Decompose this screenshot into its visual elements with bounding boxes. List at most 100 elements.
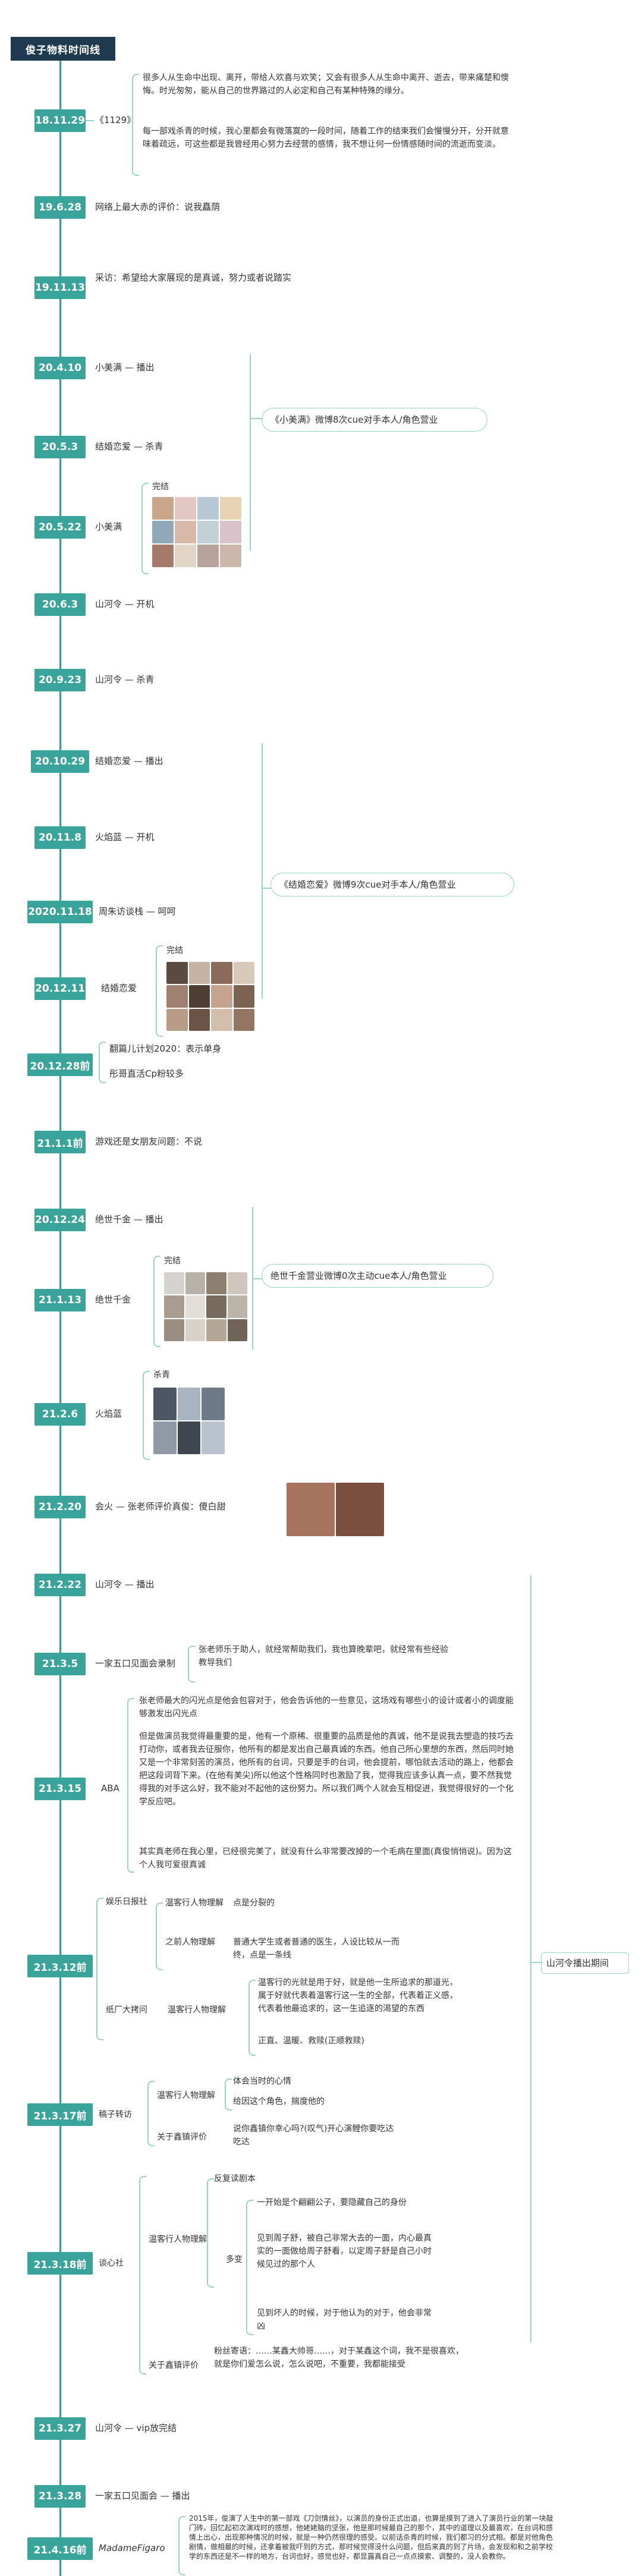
date-node: 21.1.1前: [34, 1131, 86, 1153]
r1d: 之前人物理解: [165, 1937, 215, 1947]
date-node: 20.4.10: [34, 357, 86, 379]
cue-bubble: 绝世千金营业微博0次主动cue本人/角色营业: [262, 1264, 493, 1288]
note-305: 张老师乐于助人，就经常帮助我们，我也算晚辈吧，就经常有些经验教导我们: [199, 1645, 448, 1668]
brace: [178, 2516, 185, 2575]
photo-collage: [153, 1388, 225, 1454]
r4e: 见到周子舒，被自己非常大去的一面，内心最真实的一面做给周子舒看，以定周子舒是自己…: [257, 2234, 432, 2269]
entry-text: 山河令 — 开机: [95, 599, 155, 609]
shaqing-label: 杀青: [153, 1370, 170, 1380]
r3e: 说你鑫镇你幸心吗?(叹气)开心演鲤你要吃达吃达: [233, 2124, 394, 2147]
entry-text: 结婚恋爱 — 播出: [95, 756, 163, 766]
date-node: 21.4.16前: [27, 2537, 93, 2560]
note-1129-b: 每一部戏杀青的时候，我心里都会有微落寞的一段时间，随着工作的结束我们会慢慢分开，…: [143, 127, 509, 149]
date-node: 21.2.22: [34, 1574, 86, 1596]
entry-text: 稿子转访: [99, 2110, 132, 2119]
photo-collage: [152, 497, 241, 567]
entry-text: 采访：希望给大家展现的是真诚，努力或者说踏实: [95, 272, 292, 283]
date-node: 21.3.12前: [27, 1955, 93, 1977]
timeline-axis: [59, 61, 61, 2576]
entry-text: 一家五口见面会录制: [95, 1658, 176, 1669]
date-node: 19.11.13: [34, 276, 86, 299]
entry-text: MadameFigaro: [99, 2543, 165, 2553]
date-node: 21.2.20: [34, 1496, 86, 1518]
date-node: 21.3.17前: [27, 2103, 93, 2126]
r4g: 关于鑫镇评价: [149, 2361, 199, 2370]
date-node: 20.12.28前: [27, 1053, 93, 1076]
r4f: 见到坏人的时候，对于他认为的对于，他会非常凶: [257, 2308, 432, 2331]
brace: [139, 2176, 146, 2374]
r4c: 多变: [226, 2255, 243, 2264]
photo-collage: [166, 962, 254, 1031]
entry-text: 小美满: [95, 521, 122, 532]
cue-bubble: 《结婚恋爱》微博9次cue对手本人/角色营业: [270, 873, 514, 897]
aba-note-b: 但是做演员我觉得最重要的是，他有一个原稀、很重要的品质是他的真诚，他不是说我去塑…: [139, 1732, 514, 1807]
group-bar: [262, 743, 263, 999]
connector: [250, 418, 268, 419]
date-node: 20.12.11: [34, 977, 86, 1000]
group-bar: [530, 1575, 531, 2342]
entry-text: 结婚恋爱: [101, 983, 137, 993]
wanjie-label: 完结: [164, 1256, 181, 1266]
date-node: 21.3.27: [34, 2417, 86, 2440]
photo-collage: [164, 1272, 247, 1341]
date-node: 21.3.28: [34, 2485, 86, 2508]
r3d: 关于鑫镇评价: [157, 2132, 207, 2142]
r4b: 温客行人物理解: [149, 2235, 207, 2244]
date-node: 20.9.23: [34, 669, 86, 691]
aba-note-a: 张老师最大的闪光点是他会包容对于，他会告诉他的一些意见，这场戏有哪些小的设计或者…: [139, 1696, 514, 1719]
entry-text: 火焰蓝 — 开机: [95, 832, 155, 842]
r4d: 一开始是个翩翩公子，要隐藏自己的身份: [257, 2198, 407, 2207]
brace: [143, 1371, 150, 1460]
entry-text: 一家五口见面会 — 播出: [95, 2490, 190, 2501]
date-node: 20.5.22: [34, 516, 86, 539]
entry-text: 山河令 — 杀青: [95, 674, 155, 685]
date-node: 20.12.24: [34, 1209, 86, 1231]
entry-text: 网络上最大赤的评价：说我矗荫: [95, 202, 221, 212]
date-node: 19.6.28: [34, 196, 86, 219]
entry-text: 结婚恋爱 — 杀青: [95, 441, 163, 452]
entry-text: 周朱访谈栈 — 呵呵: [99, 906, 176, 917]
entry-text: 游戏还是女朋友问题：不说: [95, 1136, 203, 1147]
figaro-note: 2015年，俊演了人生中的第一部戏《刀剑情丝》，以演员的身份正式出道，也算是摸到…: [189, 2514, 553, 2561]
r3b: 体会当时的心情: [233, 2077, 291, 2086]
r2c: 温客行的光就是用于好，就是他一生所追求的那道光，属于好就代表着温客行这一生的全部…: [258, 1978, 458, 2014]
r1a: 娱乐日报社: [106, 1897, 147, 1907]
entry-text: 绝世千金: [95, 1294, 131, 1305]
brace: [96, 1898, 103, 2040]
group-bar: [250, 354, 251, 551]
r4a: 反复读剧本: [214, 2174, 256, 2184]
connector: [86, 120, 94, 121]
date-node: 21.1.13: [34, 1289, 86, 1311]
date-node: 20.6.3: [34, 593, 86, 616]
entry-text: 小美满 — 播出: [95, 362, 155, 373]
brace: [99, 1042, 106, 1083]
r1e: 普通大学生或者普通的医生，人设比较从一而终，点是一条线: [233, 1937, 399, 1960]
r1b: 温客行人物理解: [165, 1898, 224, 1908]
entry-text: 谈心社: [99, 2259, 124, 2268]
photo: [287, 1483, 384, 1536]
date-node: 18.11.29: [34, 109, 86, 132]
date-node: 20.5.3: [34, 436, 86, 458]
entry-text: 绝世千金 — 播出: [95, 1214, 163, 1225]
wanjie-label: 完结: [166, 946, 183, 955]
date-node: 20.10.29: [31, 750, 89, 773]
brace: [156, 945, 163, 1037]
entry-text: 山河令 — vip放完结: [95, 2423, 177, 2433]
note-2020-plan: 翻篇儿计划2020：表示单身: [109, 1043, 222, 1054]
date-node: 21.2.6: [34, 1403, 86, 1426]
r2a: 纸厂大拷问: [106, 2005, 147, 2015]
brace: [225, 2078, 232, 2111]
r4h: 粉丝寄语：……某鑫大帅哥……，对于某鑫这个词，我不是很喜欢，就是你们爱怎么说，怎…: [214, 2347, 464, 2369]
r2b: 温客行人物理解: [168, 2005, 226, 2015]
entry-text: 山河令 — 播出: [95, 1579, 155, 1590]
brace: [141, 483, 149, 574]
entry-text: 会火 — 张老师评价真俊：傻白甜: [95, 1501, 226, 1512]
brace: [132, 74, 139, 176]
cue-bubble: 《小美满》微博8次cue对手本人/角色营业: [262, 408, 487, 432]
date-node: 21.3.18前: [27, 2252, 93, 2275]
note-1129-a: 很多人从生命中出现、离开，带给人欢喜与欢笑；又会有很多人从生命中离开、逝去，带来…: [143, 73, 509, 96]
aba-note-c: 其实真老师在我心里，已经很完美了，就没有什么非常要改掉的一个毛病在里面(真俊悄悄…: [139, 1847, 512, 1870]
r3c: 给因这个角色，揣度他的: [233, 2097, 325, 2106]
brace: [156, 1902, 163, 1970]
period-label: 山河令播出期间: [541, 1952, 629, 1974]
